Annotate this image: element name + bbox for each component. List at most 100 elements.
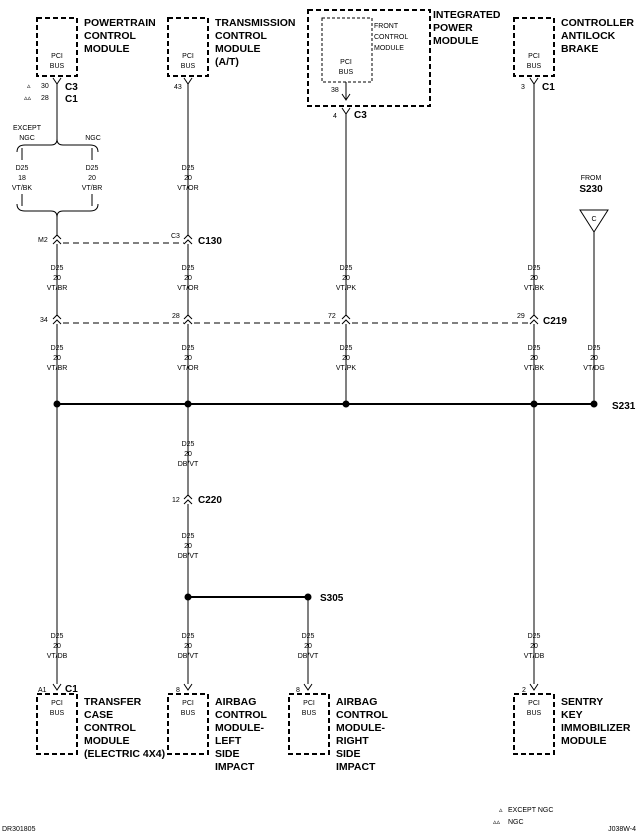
wire-pcm-ngc-circuit: D25: [86, 165, 99, 172]
ipm-pci-label: PCI: [340, 59, 352, 66]
wire-label: VT/BK: [524, 285, 545, 292]
wire-label: 20: [184, 543, 192, 550]
wire-label: DB/VT: [298, 653, 319, 660]
wire-label: 20: [342, 275, 350, 282]
wire-label: D25: [528, 633, 541, 640]
cab-title-line2: ANTILOCK: [561, 30, 616, 42]
acm-left-title-line1: AIRBAG: [215, 696, 256, 708]
c130-pin-c3: C3: [171, 233, 180, 240]
skim-pci-label: PCI: [528, 700, 540, 707]
c219-pin-28: 28: [172, 313, 180, 320]
cab-pin-3: 3: [521, 84, 525, 91]
wire-label: 20: [342, 355, 350, 362]
skim-pin-2: 2: [522, 687, 526, 694]
cab-column-labels: D25 20 VT/BK D25 20 VT/BK: [524, 265, 545, 372]
transmission-control-module: PCI BUS TRANSMISSION CONTROL MODULE (A/T…: [167, 17, 296, 91]
transfer-case-control-module: A1 C1 PCI BUS TRANSFER CASE CONTROL MODU…: [36, 683, 165, 760]
tccm-pin-a1: A1: [38, 687, 47, 694]
wire-label: 20: [590, 355, 598, 362]
splice-dot: [590, 400, 598, 408]
wire-pcm-ngc-gauge: 20: [88, 175, 96, 182]
c130-pin-m2: M2: [38, 237, 48, 244]
c220-label: C220: [198, 495, 222, 506]
connector-c220: 12 C220 D25 20 DB/VT D25 20 DB/VT: [172, 441, 222, 560]
connector-c219: 34 28 72 29 C219: [40, 313, 567, 327]
legend-except-ngc: EXCEPT NGC: [508, 807, 553, 814]
wire-label: VT/BR: [47, 365, 68, 372]
wire-label: D25: [182, 165, 195, 172]
acm-left-title-line4: LEFT: [215, 735, 242, 747]
pcm-pin-28: 28: [41, 95, 49, 102]
wire-label: D25: [51, 633, 64, 640]
pcm-pin-30: 30: [41, 83, 49, 90]
tccm-title-line4: MODULE: [84, 735, 130, 747]
pcm-title-line3: MODULE: [84, 43, 130, 55]
wire-label: D25: [588, 345, 601, 352]
pcm-connector-c1: C1: [65, 94, 78, 105]
from-label: FROM: [581, 175, 602, 182]
ipm-title-line3: MODULE: [433, 35, 479, 47]
connector-c130: M2 C3 C130: [38, 233, 222, 247]
tccm-pci-label: PCI: [51, 700, 63, 707]
acm-left-bus-label: BUS: [181, 710, 196, 717]
c219-pin-34: 34: [40, 317, 48, 324]
tccm-title-line2: CASE: [84, 709, 113, 721]
wire-label: VT/OR: [177, 365, 198, 372]
skim-bus-label: BUS: [527, 710, 542, 717]
wire-label: VT/BR: [47, 285, 68, 292]
c220-pin-12: 12: [172, 497, 180, 504]
wire-label: D25: [51, 265, 64, 272]
tccm-title-line5: (ELECTRIC 4X4): [84, 748, 165, 760]
branch-ngc-label: NGC: [85, 135, 101, 142]
bottom-wire-labels: D25 20 VT/DB D25 20 DB/VT D25 20 DB/VT D…: [47, 633, 545, 660]
footer-diagram-id: J038W-4: [608, 826, 636, 833]
wire-label: 20: [53, 643, 61, 650]
acm-right-title-line6: IMPACT: [336, 761, 376, 773]
from-connector-letter: C: [591, 216, 596, 223]
wire-label: D25: [340, 265, 353, 272]
acm-left-pin-8: 8: [176, 687, 180, 694]
tcm-bus-label: BUS: [181, 63, 196, 70]
wire-label: VT/PK: [336, 365, 357, 372]
splice-s305-label: S305: [320, 593, 344, 604]
except-ngc-legend-marker: ▵: [499, 807, 503, 814]
acm-left-title-line6: IMPACT: [215, 761, 255, 773]
acm-left-title-line5: SIDE: [215, 748, 240, 760]
wire-label: 20: [184, 643, 192, 650]
fcm-title-line3: MODULE: [374, 45, 404, 52]
wire-label: 20: [530, 643, 538, 650]
wire-label: D25: [302, 633, 315, 640]
except-ngc-marker: ▵: [27, 83, 31, 90]
ngc-marker: ▵▵: [24, 95, 32, 102]
wire-label: D25: [182, 633, 195, 640]
cab-bus-label: BUS: [527, 63, 542, 70]
tcm-pci-label: PCI: [182, 53, 194, 60]
legend-ngc: NGC: [508, 819, 524, 826]
acm-right-bus-label: BUS: [302, 710, 317, 717]
c130-label: C130: [198, 236, 222, 247]
branch-except-ngc-label: NGC: [19, 135, 35, 142]
branch-except-label: EXCEPT: [13, 125, 42, 132]
cab-pci-label: PCI: [528, 53, 540, 60]
wire-label: VT/OR: [177, 285, 198, 292]
from-s230: FROM S230 C D25 20 VT/DG: [579, 175, 609, 372]
lower-wires: S305: [56, 404, 535, 684]
wire-label: VT/PK: [336, 285, 357, 292]
tcm-title-line1: TRANSMISSION: [215, 17, 296, 29]
wire-label: 20: [184, 355, 192, 362]
skim-title-line1: SENTRY: [561, 696, 603, 708]
controller-antilock-brake: PCI BUS CONTROLLER ANTILOCK BRAKE 3 C1: [513, 17, 634, 93]
wire-label: DB/VT: [178, 461, 199, 468]
tcm-column-labels: D25 20 VT/OR D25 20 VT/OR D25 20 VT/OR: [177, 165, 198, 372]
wire-label: DB/VT: [178, 553, 199, 560]
acm-left-title-line2: CONTROL: [215, 709, 267, 721]
wire-label: D25: [182, 345, 195, 352]
acm-right-title-line5: SIDE: [336, 748, 361, 760]
fcm-title-line2: CONTROL: [374, 34, 408, 41]
sentry-key-immobilizer-module: 2 PCI BUS SENTRY KEY IMMOBILIZER MODULE: [513, 683, 631, 755]
c219-pin-72: 72: [328, 313, 336, 320]
wire-label: D25: [182, 265, 195, 272]
wire-label: VT/DG: [583, 365, 604, 372]
wire-pcm-except-gauge: 18: [18, 175, 26, 182]
